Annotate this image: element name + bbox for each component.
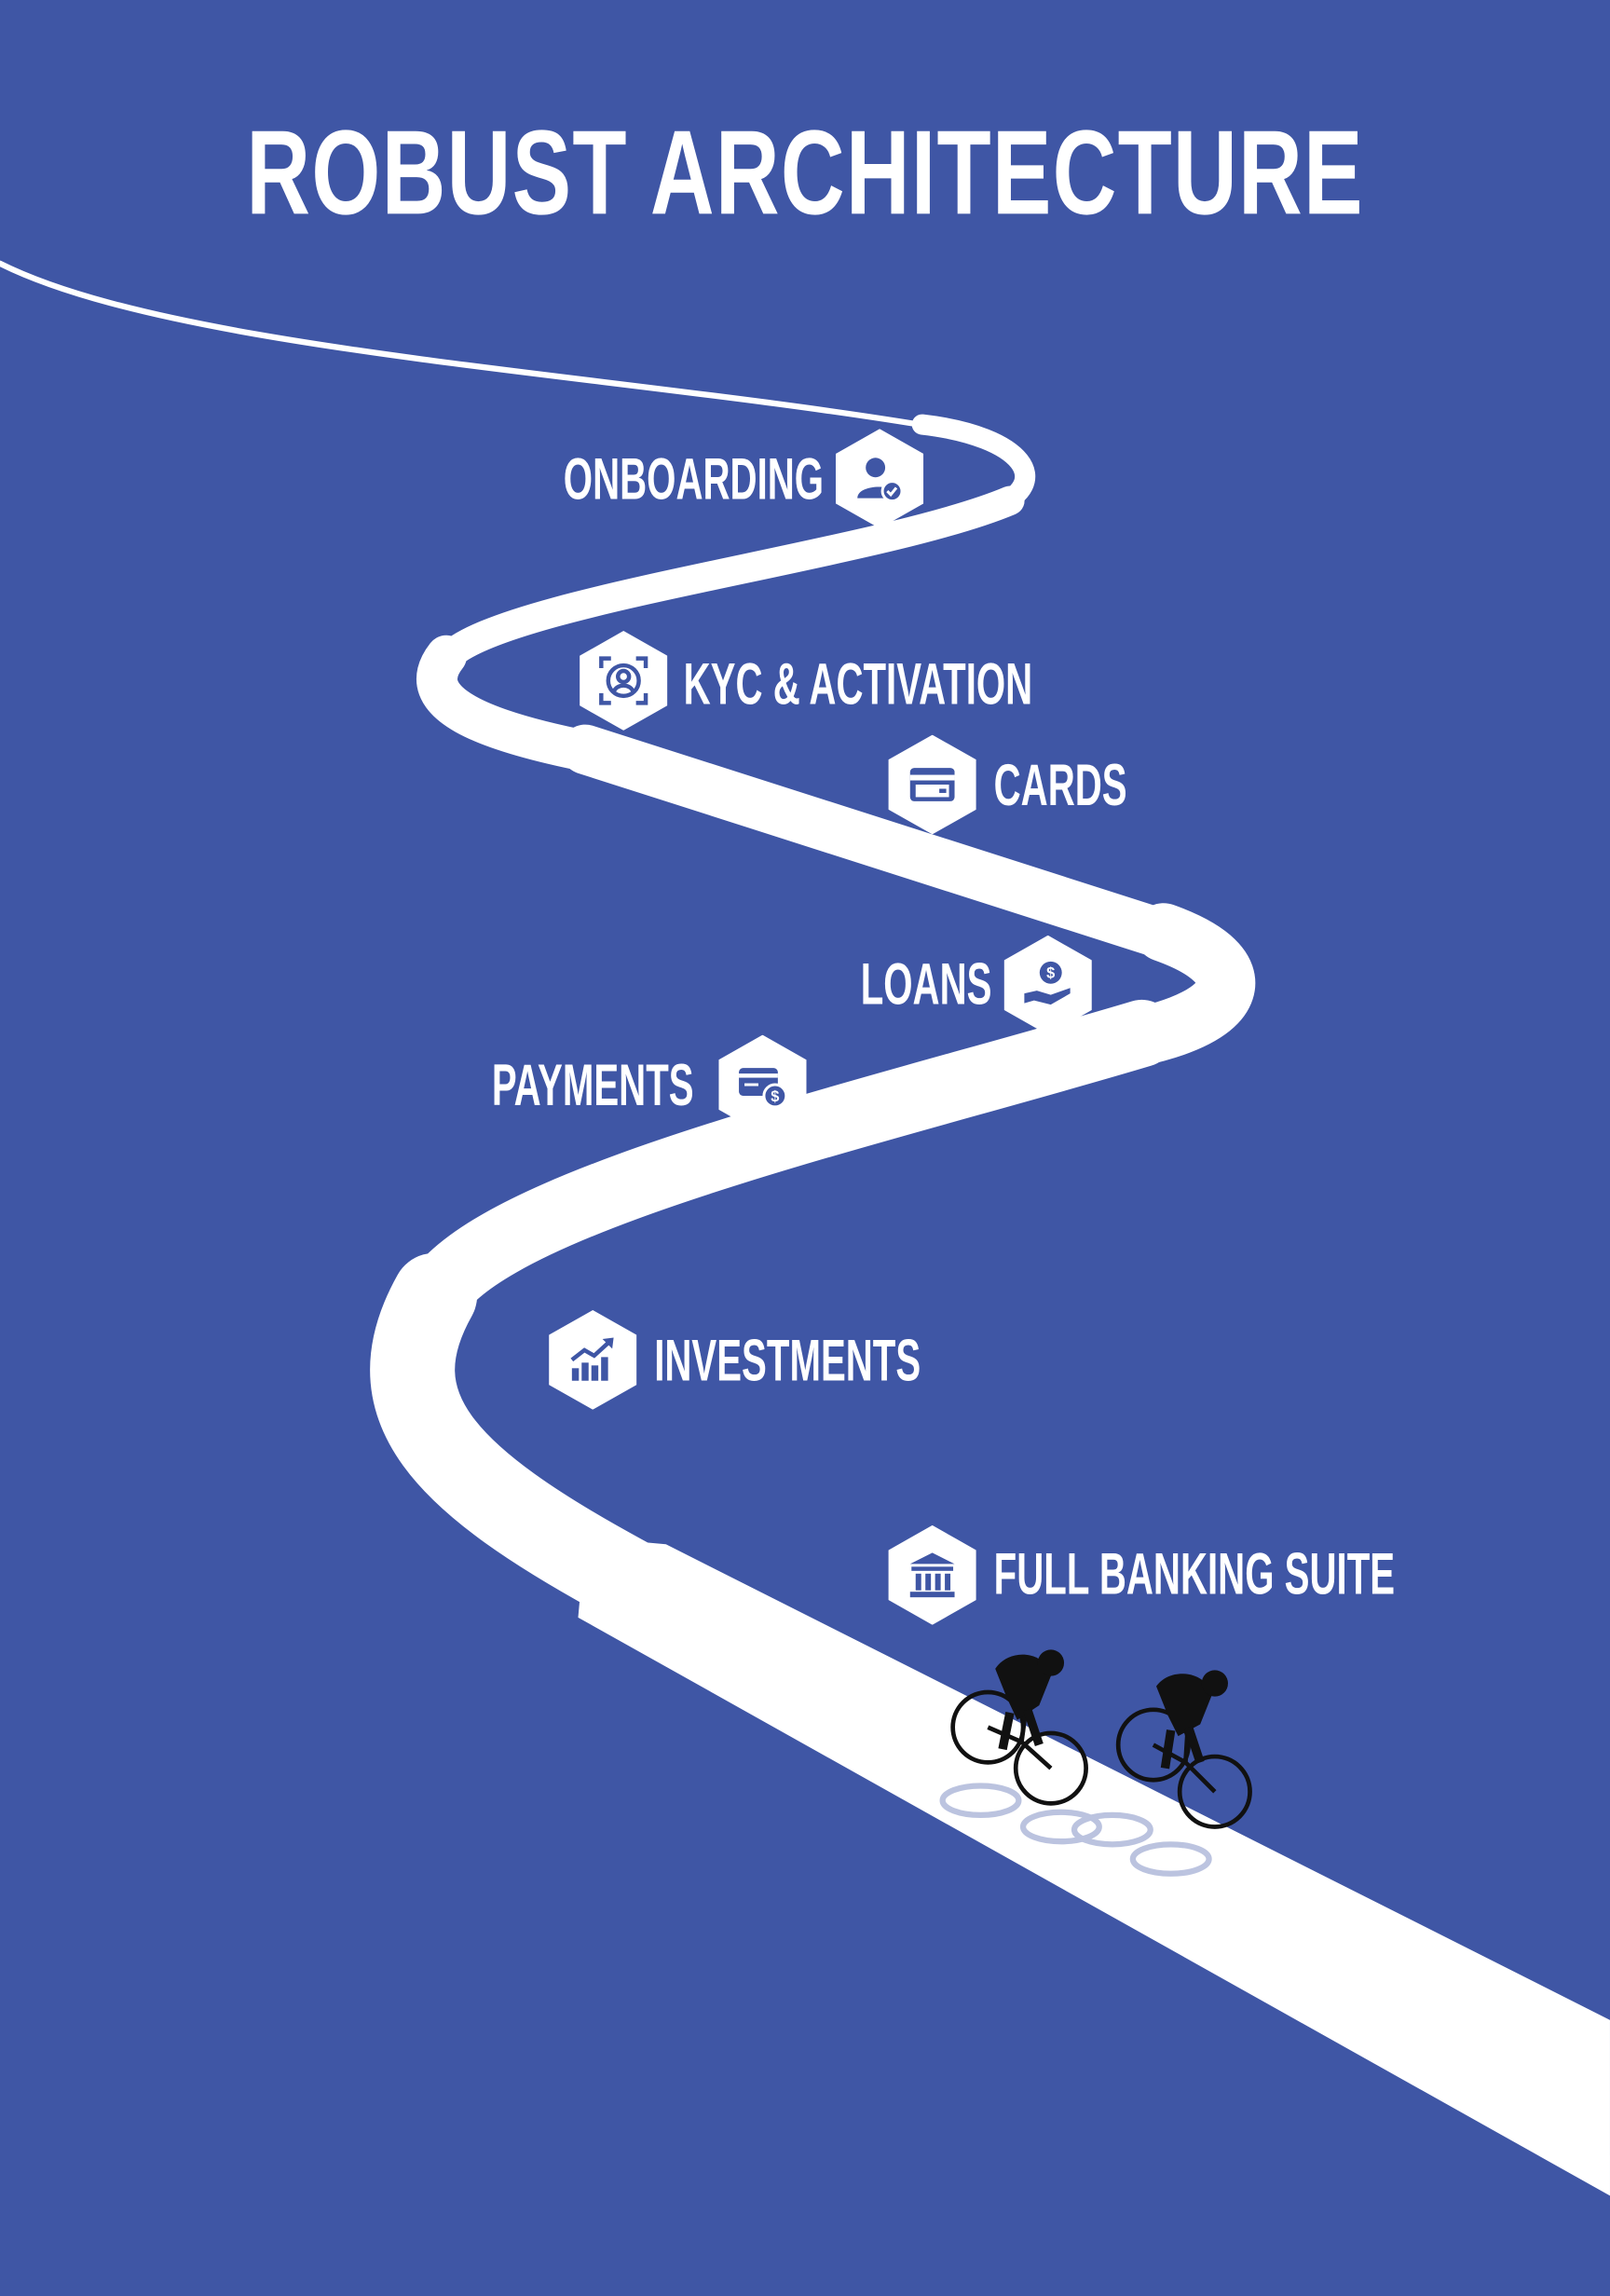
milestone-label-kyc-activation: KYC & ACTIVATION (683, 652, 1033, 718)
page-title: ROBUST ARCHITECTURE (246, 106, 1364, 240)
svg-text:$: $ (1046, 965, 1055, 982)
cyclist-2 (1115, 1670, 1252, 1829)
milestone-label-loans: LOANS (860, 952, 992, 1018)
cyclists-illustration (939, 1649, 1252, 1877)
milestone-label-full-banking-suite: FULL BANKING SUITE (993, 1542, 1396, 1607)
milestone-label-payments: PAYMENTS (491, 1054, 694, 1119)
milestone-label-onboarding: ONBOARDING (563, 447, 825, 512)
svg-text:$: $ (771, 1088, 779, 1105)
cyclist-1 (950, 1649, 1088, 1806)
milestone-label-investments: INVESTMENTS (654, 1329, 921, 1394)
milestone-label-cards: CARDS (993, 754, 1127, 819)
